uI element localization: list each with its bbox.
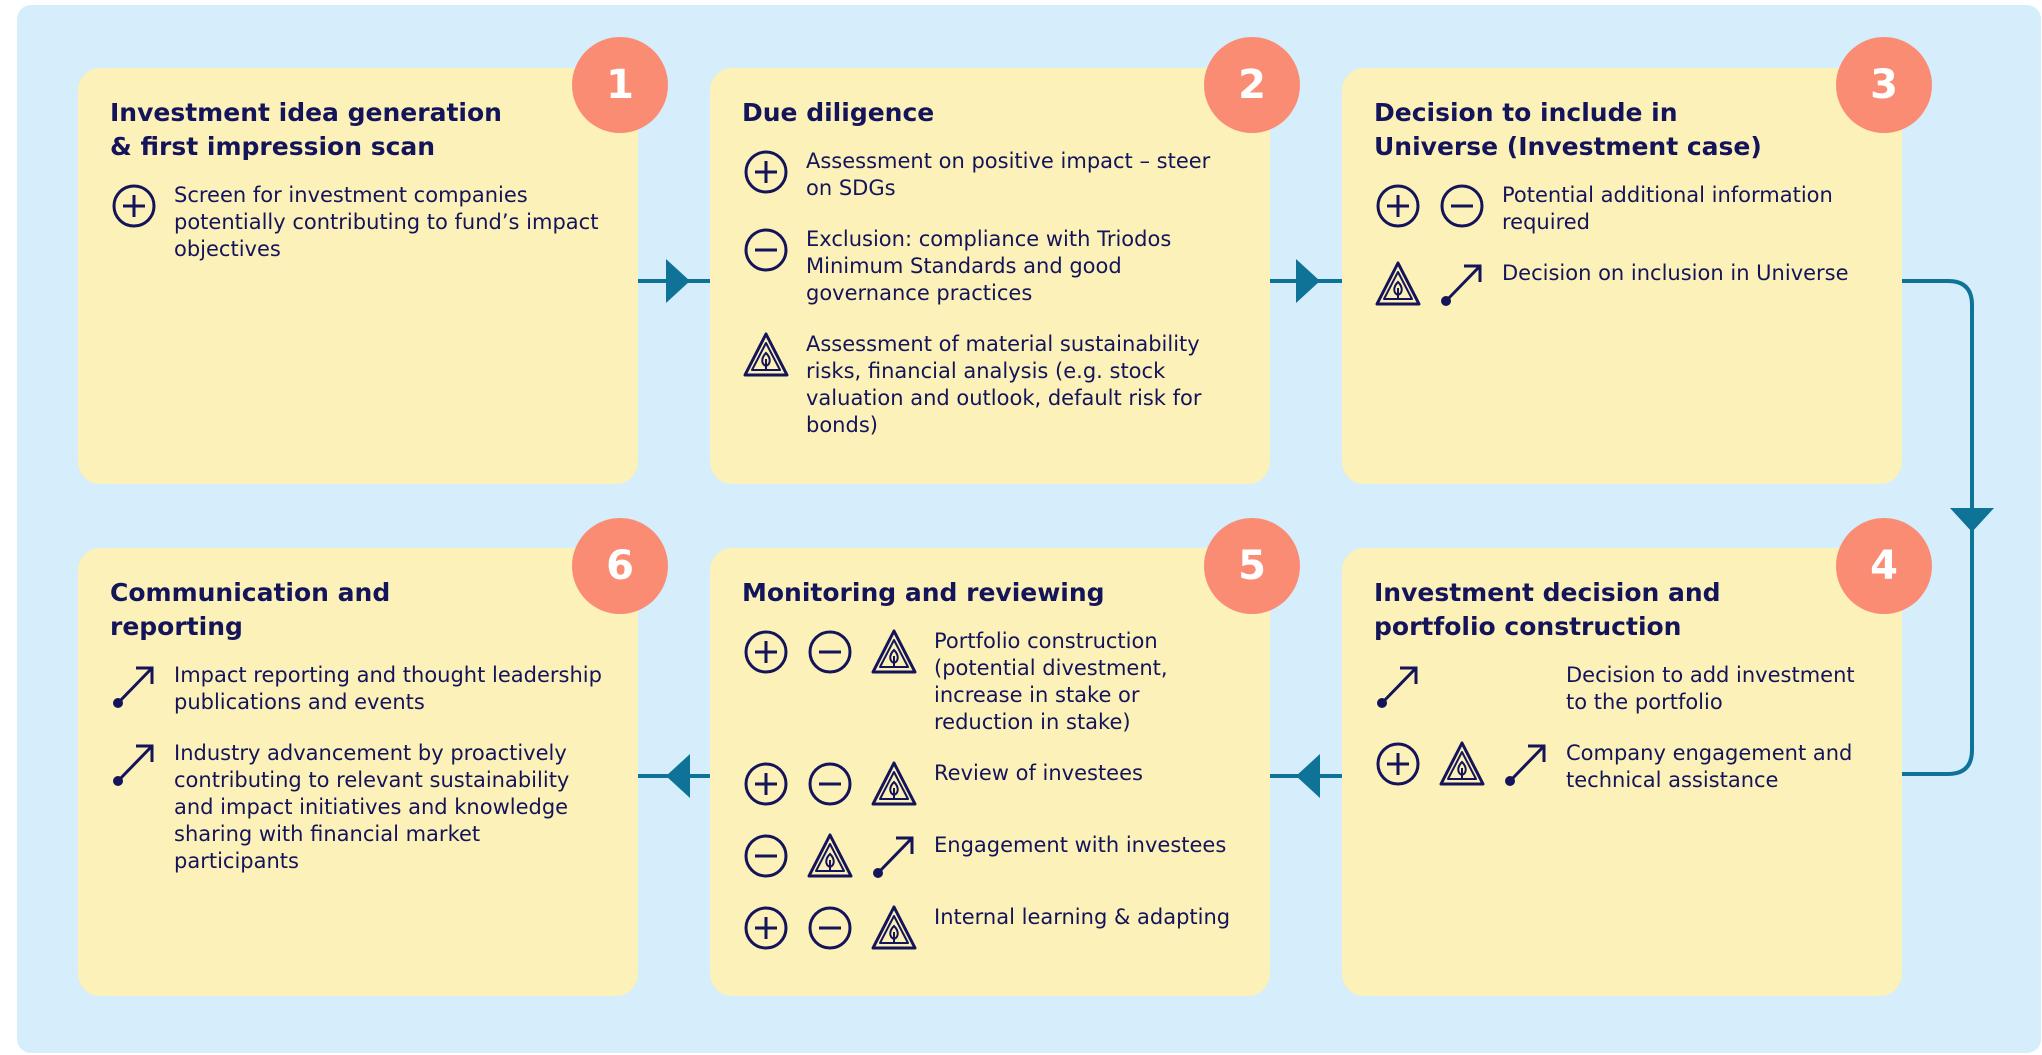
item-icons	[742, 628, 934, 676]
item-text: Internal learning & adapting	[934, 905, 1231, 929]
step-item: Impact reporting and thought leadership …	[110, 662, 608, 716]
upward-arrow-icon	[1438, 260, 1486, 308]
item-text: Exclusion: compliance with Triodos Minim…	[806, 227, 1172, 305]
item-icons	[742, 148, 806, 196]
arrowhead-1-to-2	[666, 259, 690, 303]
upward-arrow-icon	[110, 662, 158, 710]
item-icons	[1374, 662, 1566, 710]
step-item: Decision to add investment to the portfo…	[1374, 662, 1872, 716]
tree-triangle-icon	[806, 832, 854, 880]
step-badge-2: 2	[1204, 37, 1300, 133]
item-icons	[742, 904, 934, 952]
item-text: Assessment of material sustainability ri…	[806, 332, 1202, 437]
arrowhead-4-to-5	[1296, 754, 1320, 798]
arrowhead-3-to-4	[1950, 508, 1994, 532]
item-text: Impact reporting and thought leadership …	[174, 663, 602, 714]
step-item: Company engagement and technical assista…	[1374, 740, 1872, 794]
item-icons	[110, 740, 174, 788]
plus-circle-icon	[742, 760, 790, 808]
step-badge-1: 1	[572, 37, 668, 133]
arrowhead-5-to-6	[666, 754, 690, 798]
item-text: Engagement with investees	[934, 833, 1227, 857]
step-item: Engagement with investees	[742, 832, 1240, 880]
step-title: Due diligence	[742, 98, 935, 127]
step-item: Industry advancement by proactively cont…	[110, 740, 608, 875]
plus-circle-icon	[742, 904, 790, 952]
plus-circle-icon	[110, 182, 158, 230]
step-title: Monitoring and reviewing	[742, 578, 1105, 607]
step-title: Investment idea generation & first impre…	[110, 98, 502, 161]
tree-triangle-icon	[870, 760, 918, 808]
tree-triangle-icon	[870, 628, 918, 676]
tree-triangle-icon	[870, 904, 918, 952]
plus-circle-icon	[742, 628, 790, 676]
tree-triangle-icon	[742, 331, 790, 379]
step-badge-3: 3	[1836, 37, 1932, 133]
minus-circle-icon	[742, 832, 790, 880]
minus-circle-icon	[806, 760, 854, 808]
item-text: Decision to add investment to the portfo…	[1566, 663, 1855, 714]
step-item: Assessment of material sustainability ri…	[742, 331, 1240, 439]
step-item: Assessment on positive impact – steer on…	[742, 148, 1240, 202]
upward-arrow-icon	[1502, 740, 1550, 788]
item-text: Screen for investment companies potentia…	[174, 183, 599, 261]
tree-triangle-icon	[1438, 740, 1486, 788]
upward-arrow-icon	[870, 832, 918, 880]
item-icons	[742, 760, 934, 808]
minus-circle-icon	[1438, 182, 1486, 230]
step-card-4: Investment decision and portfolio constr…	[1342, 548, 1902, 996]
plus-circle-icon	[742, 148, 790, 196]
item-text: Industry advancement by proactively cont…	[174, 741, 570, 873]
item-text: Portfolio construction (potential divest…	[934, 629, 1168, 734]
plus-circle-icon	[1374, 182, 1422, 230]
item-icons	[1374, 182, 1502, 230]
step-title: Communication and reporting	[110, 578, 391, 641]
upward-arrow-icon	[1374, 662, 1422, 710]
item-text: Review of investees	[934, 761, 1143, 785]
step-item: Internal learning & adapting	[742, 904, 1240, 952]
item-icons	[742, 226, 806, 274]
item-icons	[742, 331, 806, 379]
step-item: Review of investees	[742, 760, 1240, 808]
step-item: Screen for investment companies potentia…	[110, 182, 608, 263]
step-badge-6: 6	[572, 518, 668, 614]
step-title: Investment decision and portfolio constr…	[1374, 578, 1721, 641]
step-title: Decision to include in Universe (Investm…	[1374, 98, 1762, 161]
step-item: Portfolio construction (potential divest…	[742, 628, 1240, 736]
step-badge-4: 4	[1836, 518, 1932, 614]
step-badge-5: 5	[1204, 518, 1300, 614]
step-item: Decision on inclusion in Universe	[1374, 260, 1872, 308]
plus-circle-icon	[1374, 740, 1422, 788]
item-icons	[1374, 740, 1566, 788]
minus-circle-icon	[742, 226, 790, 274]
step-card-3: Decision to include in Universe (Investm…	[1342, 68, 1902, 484]
step-item: Potential additional information require…	[1374, 182, 1872, 236]
item-icons	[110, 182, 174, 230]
item-text: Company engagement and technical assista…	[1566, 741, 1853, 792]
item-icons	[742, 832, 934, 880]
item-text: Decision on inclusion in Universe	[1502, 261, 1849, 285]
item-icons	[1374, 260, 1502, 308]
minus-circle-icon	[806, 628, 854, 676]
tree-triangle-icon	[1374, 260, 1422, 308]
step-item: Exclusion: compliance with Triodos Minim…	[742, 226, 1240, 307]
item-text: Potential additional information require…	[1502, 183, 1833, 234]
minus-circle-icon	[806, 904, 854, 952]
arrowhead-2-to-3	[1296, 259, 1320, 303]
item-icons	[110, 662, 174, 710]
item-text: Assessment on positive impact – steer on…	[806, 149, 1211, 200]
step-card-1: Investment idea generation & first impre…	[78, 68, 638, 484]
upward-arrow-icon	[110, 740, 158, 788]
